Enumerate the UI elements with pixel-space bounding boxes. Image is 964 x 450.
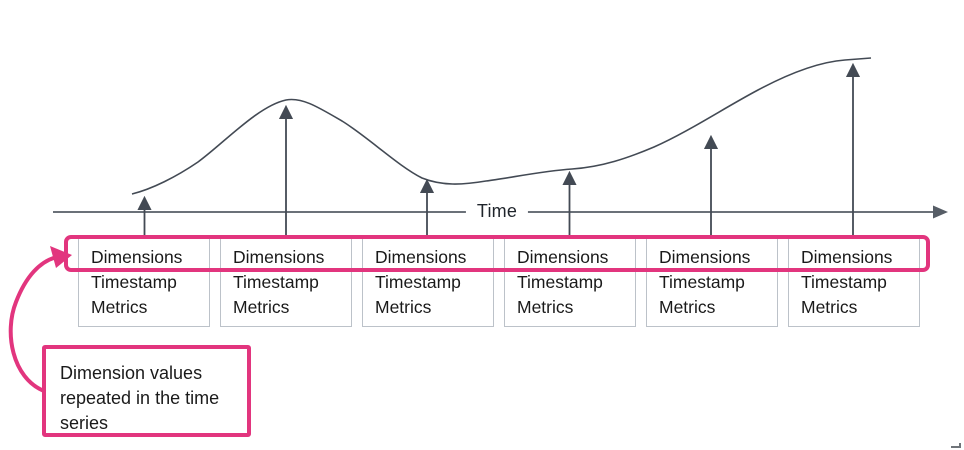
axis-arrowhead-icon xyxy=(933,205,948,219)
dimensions-highlight-band xyxy=(64,235,930,272)
corner-artifact xyxy=(951,443,963,449)
record-box: Dimensions Timestamp Metrics xyxy=(362,237,494,327)
metrics-field: Metrics xyxy=(517,297,574,317)
dimensions-field: Dimensions xyxy=(233,247,325,267)
timestamp-field: Timestamp xyxy=(517,272,603,292)
record-box: Dimensions Timestamp Metrics xyxy=(788,237,920,327)
time-series-curve xyxy=(131,57,872,195)
metrics-field: Metrics xyxy=(375,297,432,317)
metrics-field: Metrics xyxy=(659,297,716,317)
time-axis-label: Time xyxy=(465,201,529,222)
metrics-field: Metrics xyxy=(91,297,148,317)
record-box: Dimensions Timestamp Metrics xyxy=(220,237,352,327)
timestamp-field: Timestamp xyxy=(91,272,177,292)
callout-note: Dimension values repeated in the time se… xyxy=(42,345,251,437)
corner-artifact-mark xyxy=(959,443,961,448)
dimensions-field: Dimensions xyxy=(91,247,183,267)
metrics-field: Metrics xyxy=(233,297,290,317)
timestamp-field: Timestamp xyxy=(375,272,461,292)
dimensions-field: Dimensions xyxy=(517,247,609,267)
record-box: Dimensions Timestamp Metrics xyxy=(78,237,210,327)
metrics-field: Metrics xyxy=(801,297,858,317)
timestamp-field: Timestamp xyxy=(801,272,887,292)
timestamp-field: Timestamp xyxy=(659,272,745,292)
dimensions-field: Dimensions xyxy=(801,247,893,267)
corner-artifact-mark xyxy=(951,446,959,448)
record-box-row: Dimensions Timestamp Metrics Dimensions … xyxy=(78,237,920,327)
dimensions-field: Dimensions xyxy=(375,247,467,267)
record-box: Dimensions Timestamp Metrics xyxy=(646,237,778,327)
record-box: Dimensions Timestamp Metrics xyxy=(504,237,636,327)
dimensions-field: Dimensions xyxy=(659,247,751,267)
timestamp-field: Timestamp xyxy=(233,272,319,292)
